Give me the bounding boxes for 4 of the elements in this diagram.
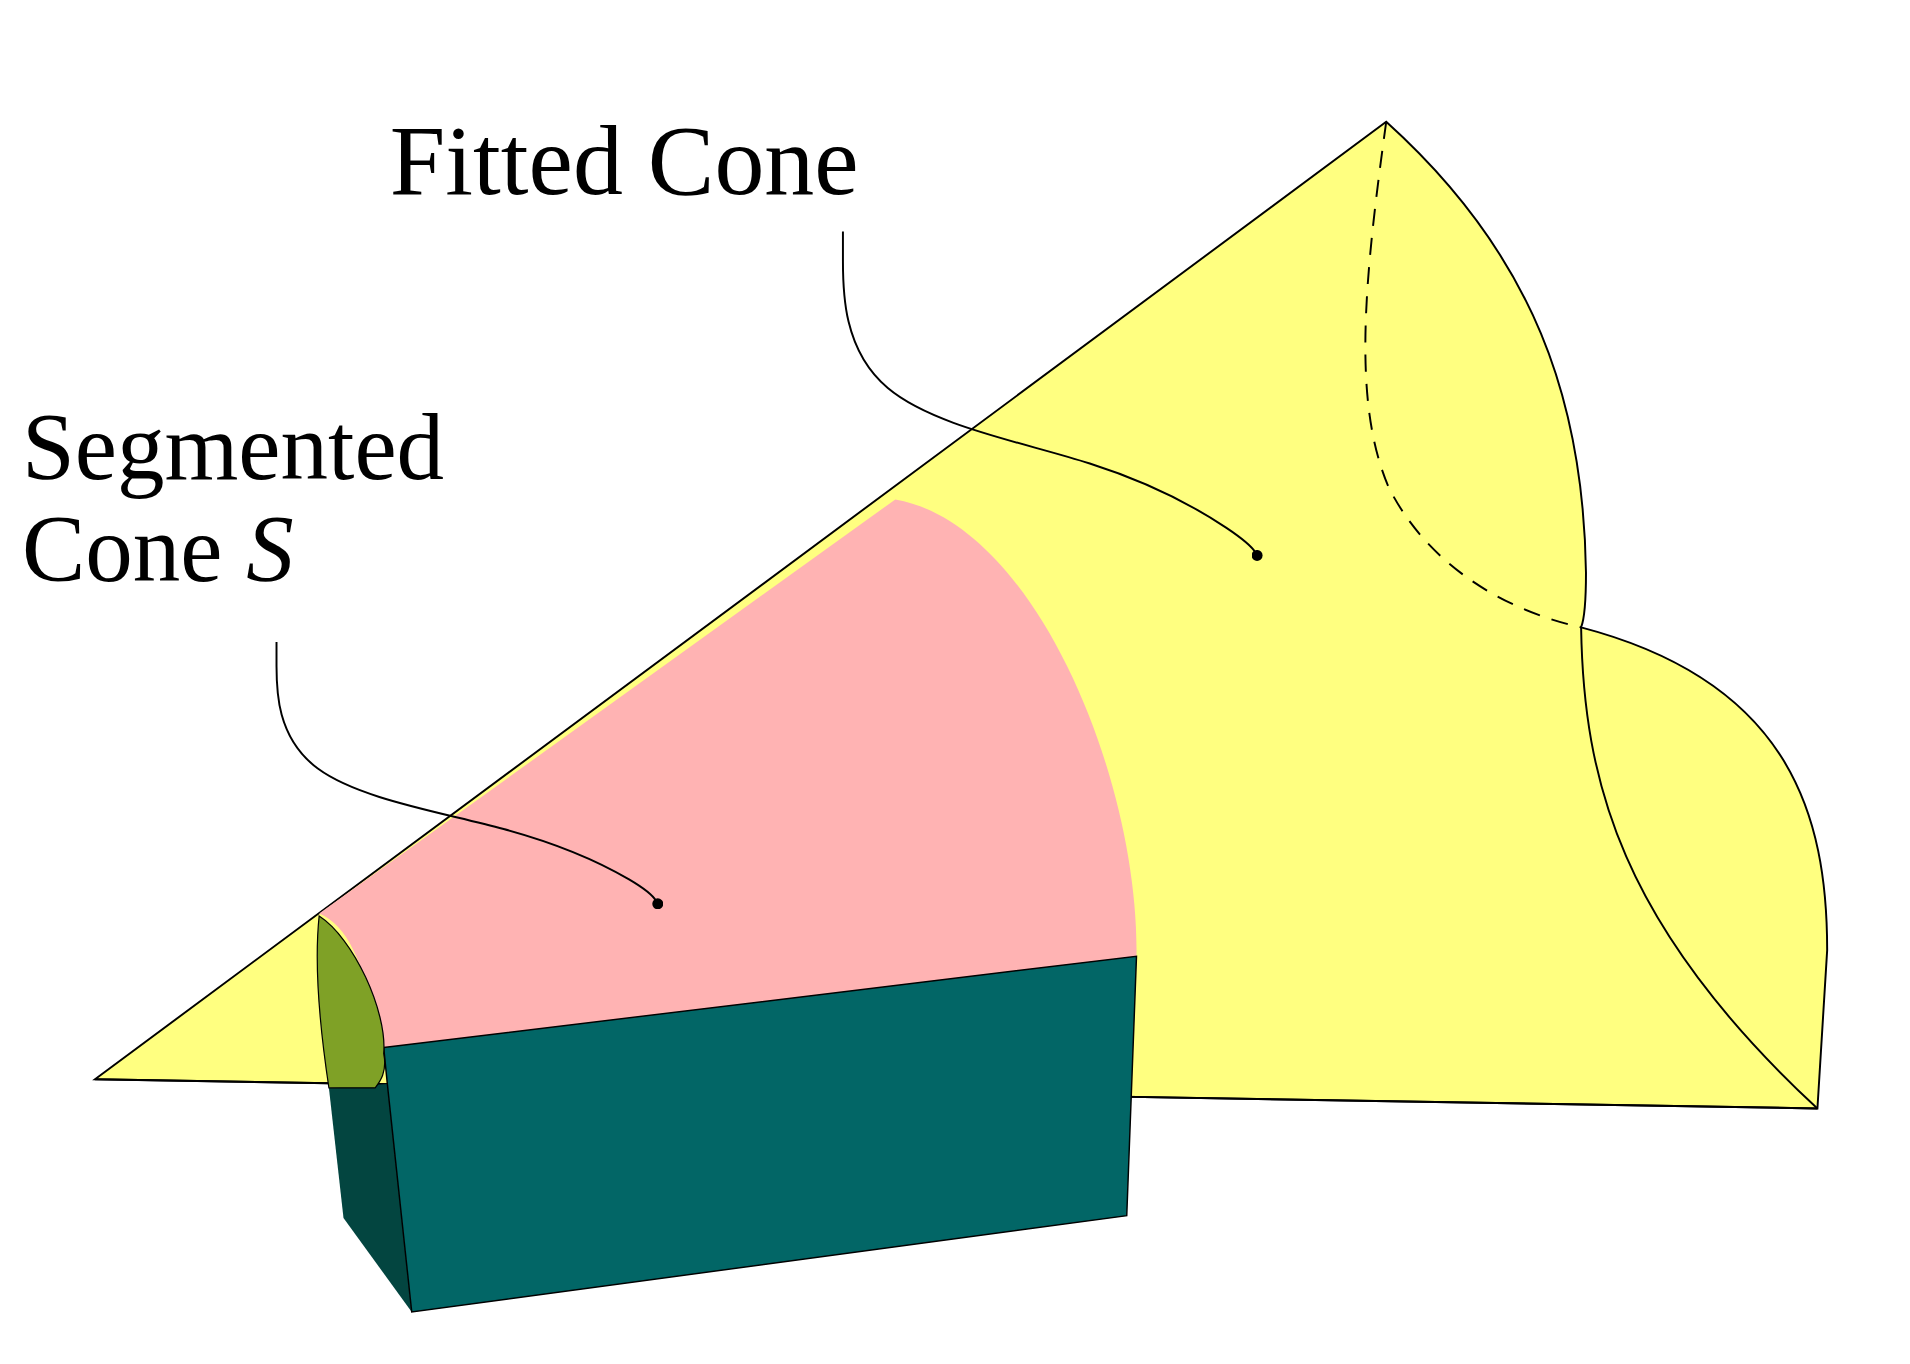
leader-line — [841, 230, 1263, 561]
leader-line — [275, 640, 664, 910]
callout-label: Segmented Cone S — [21, 395, 656, 602]
callout-label: Fitted Cone — [389, 107, 1145, 216]
